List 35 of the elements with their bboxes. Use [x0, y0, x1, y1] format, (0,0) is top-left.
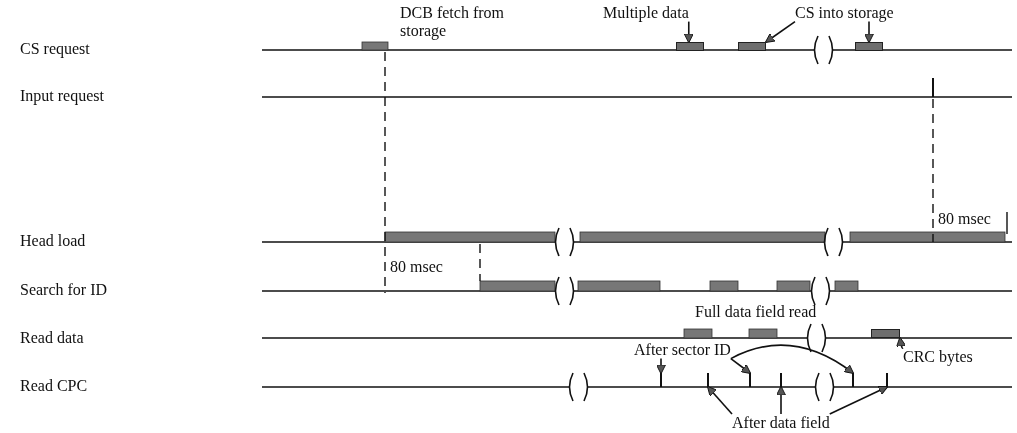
callout-text: After data field: [732, 414, 830, 432]
signal-pulse: [738, 42, 766, 51]
signal-label: CS request: [20, 40, 90, 58]
leader-arrow: [706, 385, 733, 415]
signal-label: Full data field read: [695, 303, 817, 321]
signal-pulse: [871, 329, 900, 338]
leader-arrow: [896, 336, 907, 349]
timing-tick: [886, 373, 888, 387]
signal-pulse: [676, 42, 704, 51]
leader-arrow: [828, 385, 889, 415]
signal-label: Read CPC: [20, 377, 88, 395]
signal-label: 80 msec: [390, 258, 443, 276]
leader-arrow: [683, 20, 694, 44]
signal-label: DCB fetch from storage: [400, 4, 505, 40]
timing-tick: [707, 373, 709, 387]
callout-text: CRC bytes: [903, 348, 973, 366]
signal-label: Search for ID: [20, 281, 108, 299]
signal-label: Input request: [20, 87, 104, 105]
leader-arrow: [764, 20, 796, 43]
timing-tick: [780, 373, 782, 387]
signal-label: 80 msec: [938, 210, 991, 228]
leader-arrow: [730, 344, 855, 374]
timing-tick: [660, 373, 662, 387]
timing-tick: [852, 373, 854, 387]
signal-label: Head load: [20, 232, 86, 250]
callout-text: Multiple data: [603, 4, 689, 22]
leader-arrow: [864, 20, 874, 44]
signal-pulse: [855, 42, 883, 51]
leader-arrow: [730, 357, 752, 374]
timing-tick: [749, 373, 751, 387]
callout-text: After sector ID: [634, 341, 731, 359]
callout-text: CS into storage: [795, 4, 894, 22]
signal-label: Read data: [20, 329, 84, 347]
leader-arrow: [776, 385, 786, 415]
leader-arrow: [656, 357, 666, 375]
